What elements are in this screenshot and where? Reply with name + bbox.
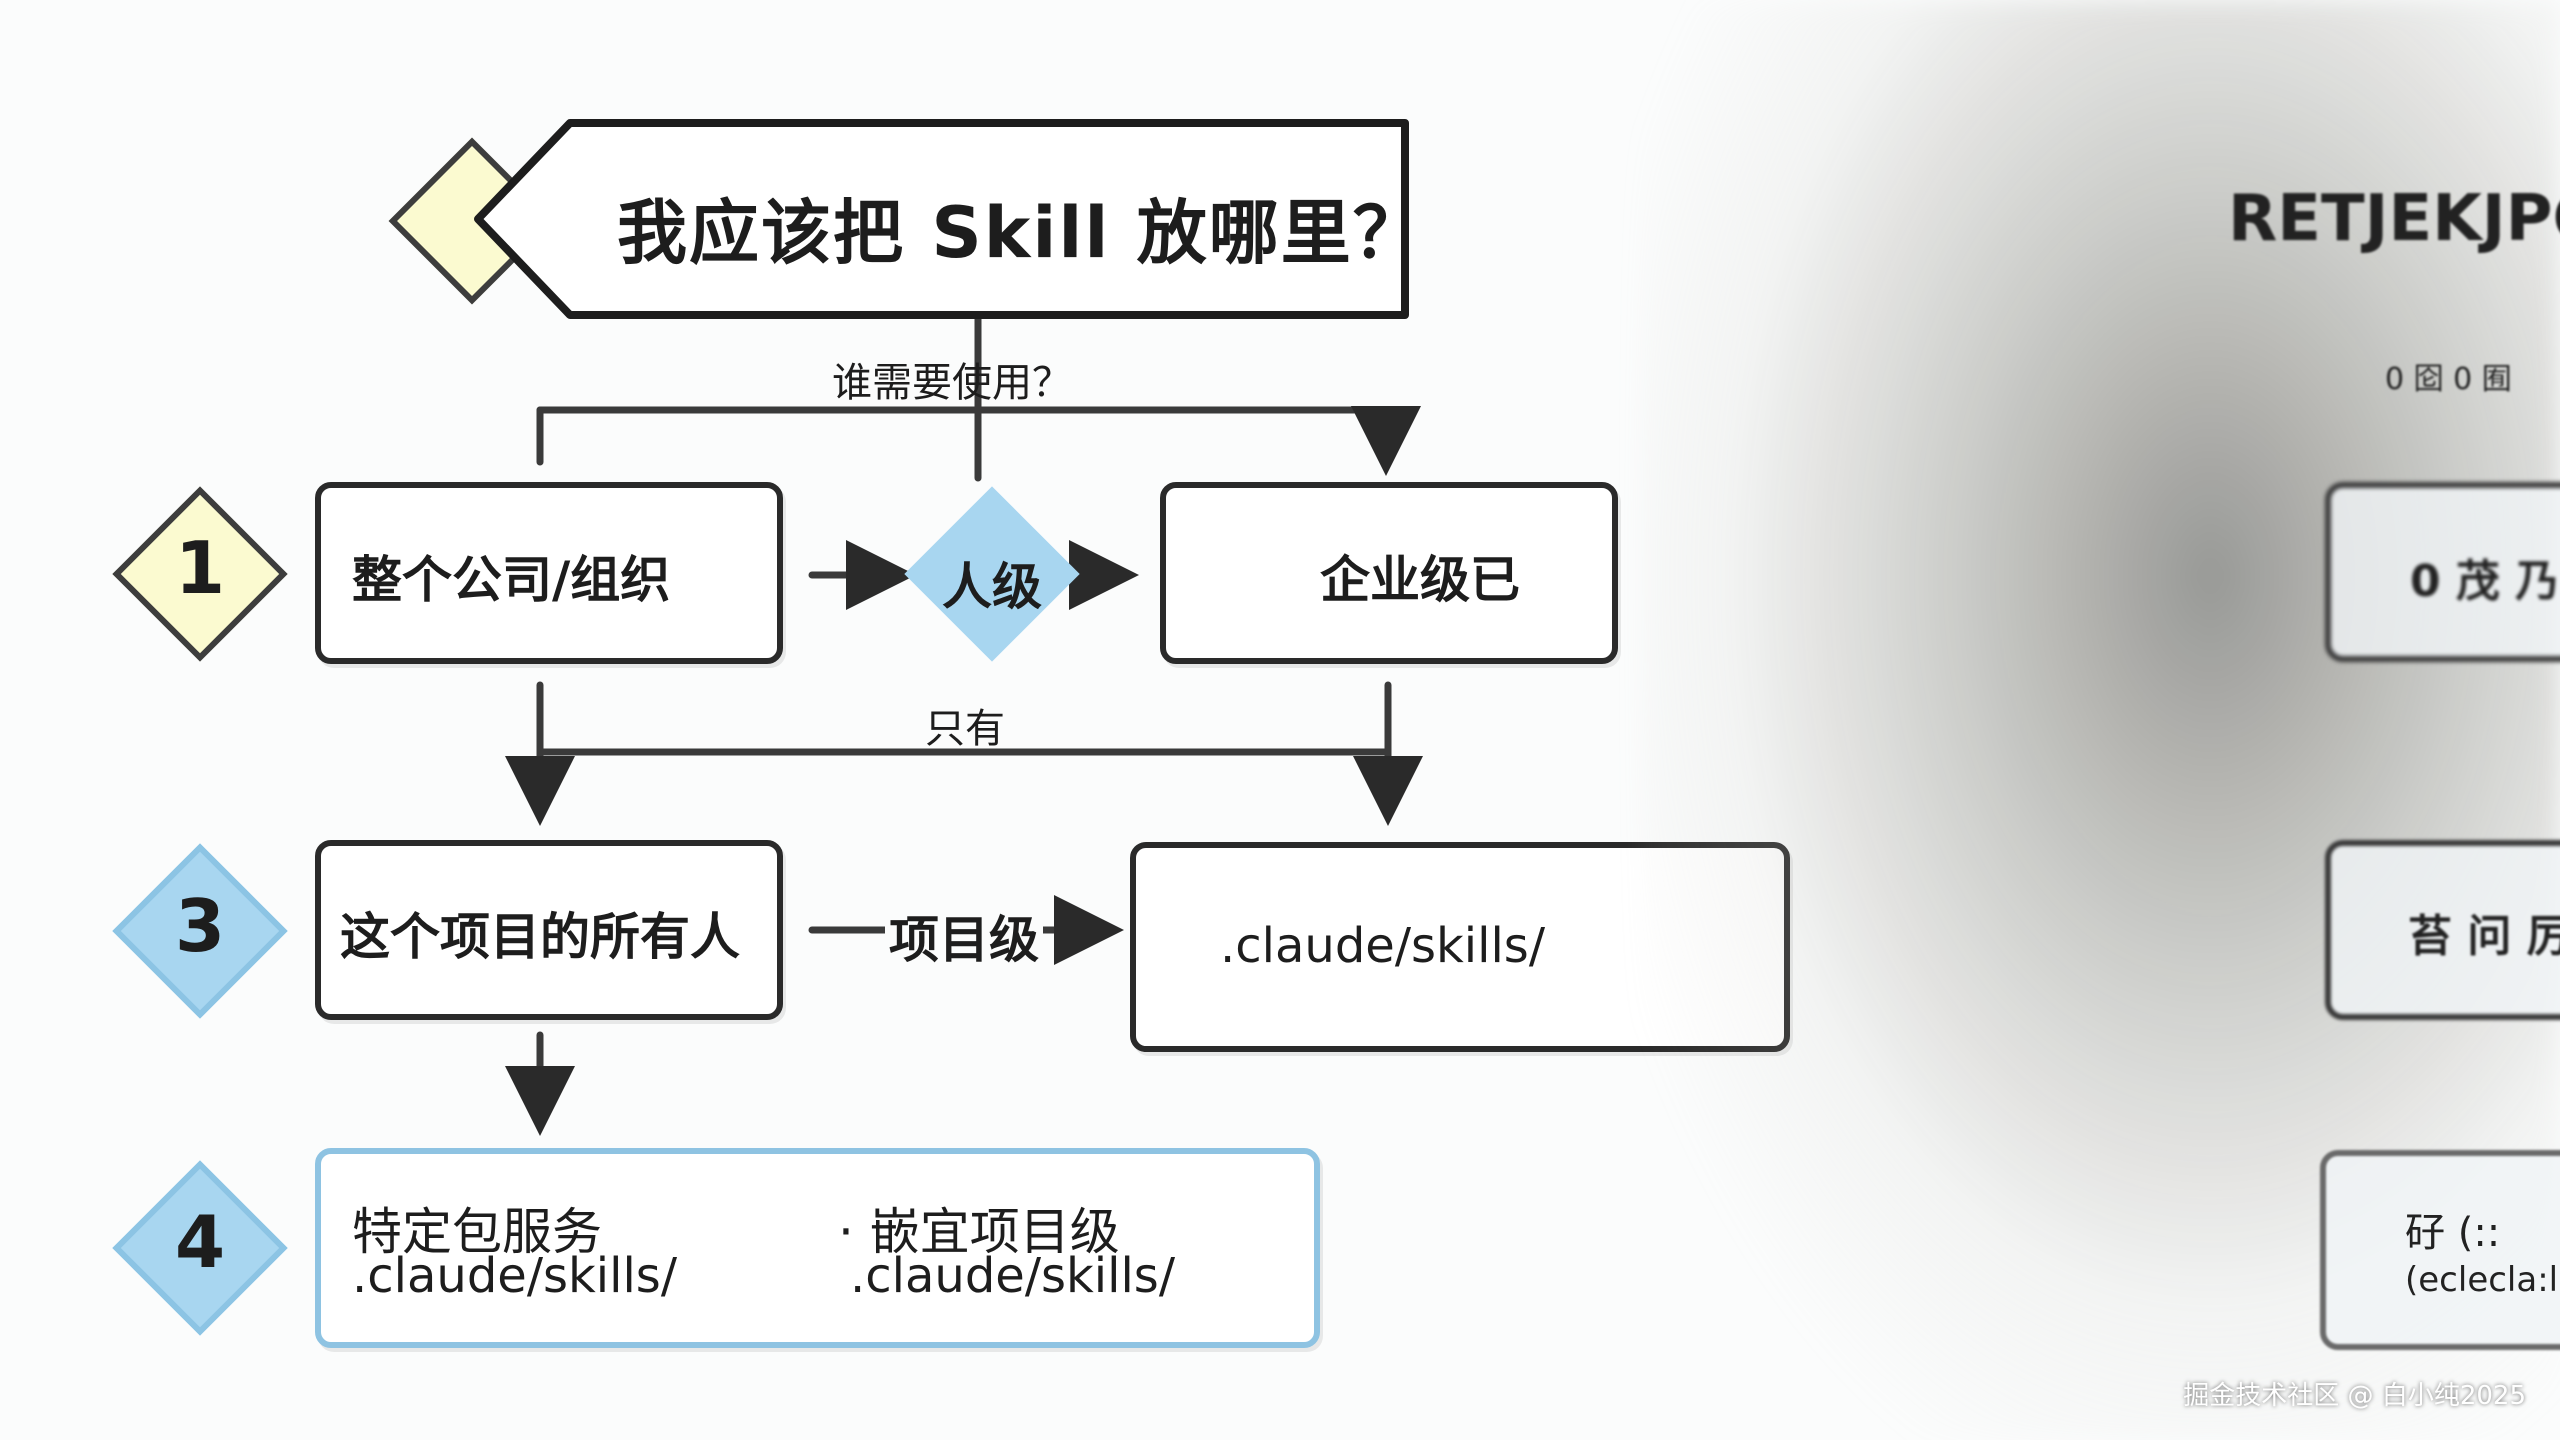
specific-package-node [315,1148,1320,1348]
ghost-heading: RETJEKJPOI [2228,182,2560,256]
project-path-label: .claude/skills/ [1220,918,1545,974]
ghost-box-2-label: 苔 问 厉 [2408,911,2560,962]
whole-company-label: 整个公司/组织 [352,551,671,609]
ghost-box-3-line1: 矷 (:: [2405,1210,2501,1256]
step-1-number: 1 [174,526,226,610]
step-3-number: 3 [174,884,226,968]
ghost-box-1 [2325,482,2560,662]
step-4-number: 4 [174,1200,226,1284]
ghost-subheading: 0 囵 0 囿 [2385,362,2512,397]
project-level-label: 项目级 [885,900,1043,972]
ghost-box-3 [2320,1150,2560,1350]
who-uses-label: 谁需要使用？ [832,360,1072,406]
nested-project-path: .claude/skills/ [850,1248,1175,1304]
ghost-box-1-label: 0 茂 乃 [2410,556,2560,607]
project-owner-node [315,840,783,1020]
only-label: 只有 [925,706,1005,752]
whole-company-node [315,482,783,664]
watermark-text: 掘金技术社区 @ 白小纯2025 [2183,1381,2526,1411]
specific-package-title: 特定包服务 [352,1203,602,1261]
enterprise-level-node [1160,482,1618,664]
project-owner-label: 这个项目的所有人 [340,908,740,966]
personal-level-label: 人级 [942,558,1042,616]
page-title: 我应该把 Skill 放哪里？ [617,192,1425,274]
nested-project-title: · 嵌宜项目级 [838,1203,1120,1261]
enterprise-level-label: 企业级已 [1320,551,1520,609]
title-callout-shape [474,119,1409,319]
specific-package-path: .claude/skills/ [352,1248,677,1304]
ghost-box-3-line2: (eclecla:lr. [2405,1260,2560,1300]
ghost-box-2 [2325,840,2560,1020]
